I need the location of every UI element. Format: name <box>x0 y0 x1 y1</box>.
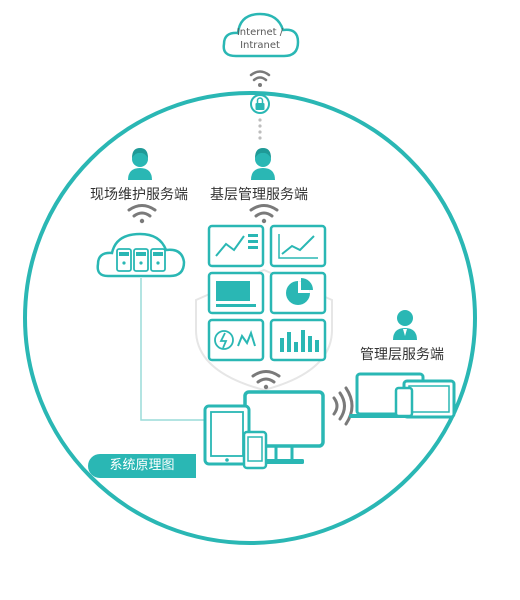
cloud-label-line1: Internet / <box>236 27 284 38</box>
internet-cloud-icon <box>222 12 300 58</box>
mgmt-service-label: 管理层服务端 <box>360 347 444 363</box>
field-service-label: 现场维护服务端 <box>90 187 188 203</box>
panel-trend-chart <box>269 224 327 268</box>
person-field-icon <box>128 148 152 180</box>
person-base-icon <box>251 148 275 180</box>
person-mgmt-icon <box>393 310 417 340</box>
cloud-label-line2: Intranet <box>240 40 280 51</box>
tablet-icon <box>203 404 251 466</box>
wifi-icon-top <box>249 70 271 87</box>
wifi-icon-devices <box>251 370 281 390</box>
wifi-icon-base <box>249 204 279 224</box>
base-service-label: 基层管理服务端 <box>210 187 308 203</box>
field-connector-line <box>140 278 205 421</box>
field-server-cloud <box>96 232 186 278</box>
connector-dots <box>258 118 262 140</box>
system-boundary-circle <box>23 91 477 545</box>
lock-icon <box>250 94 270 114</box>
mgmt-phone-icon <box>394 386 414 418</box>
mgmt-tablet-icon <box>402 379 456 419</box>
watermark-shield <box>195 268 333 392</box>
phone-icon <box>242 430 268 470</box>
signal-waves-icon <box>332 386 354 426</box>
diagram-title-tag: 系统原理图 <box>88 454 196 478</box>
panel-alert <box>207 318 265 362</box>
wifi-icon-field <box>127 204 157 224</box>
